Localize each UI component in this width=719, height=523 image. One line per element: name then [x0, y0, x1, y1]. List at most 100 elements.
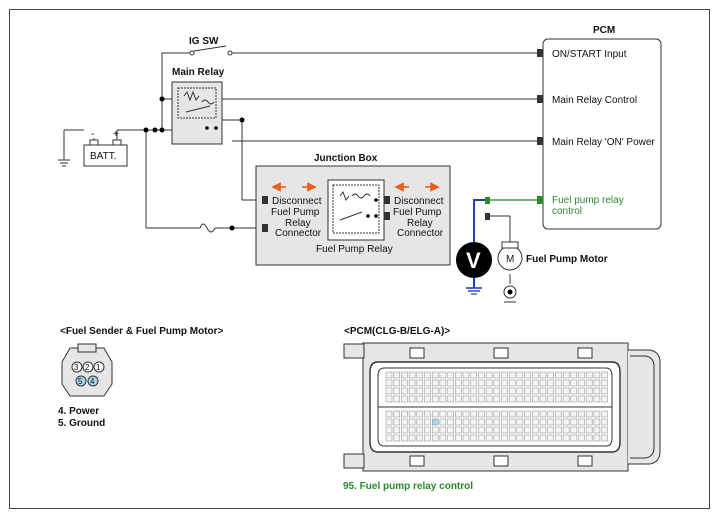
- connector-pin: [516, 371, 524, 379]
- connector-pin: [470, 410, 477, 418]
- connector-pin: [401, 395, 408, 403]
- connector-pin: [478, 410, 485, 418]
- pcm-fuel-pump-line1: Fuel pump relay: [552, 195, 624, 206]
- connector-pin: [431, 426, 439, 434]
- connector-pin: [470, 395, 477, 403]
- connector-pin: [439, 395, 447, 403]
- connector-pin: [462, 379, 470, 387]
- main-relay: [171, 81, 242, 145]
- connector-pin: [462, 434, 470, 442]
- connector-pin: [501, 395, 508, 403]
- connector-pin: [385, 387, 393, 395]
- connector-pin: [501, 434, 508, 442]
- connector-pin: [393, 379, 400, 387]
- connector-pin: [524, 395, 531, 403]
- connector-pin: [431, 395, 439, 403]
- connector-pin: [478, 426, 485, 434]
- connector-pin: [501, 418, 508, 426]
- connector-pin: [424, 426, 431, 434]
- connector-pin: [416, 395, 424, 403]
- connector-pin: [562, 395, 570, 403]
- connector-pin: [578, 410, 585, 418]
- connector-pin: [578, 426, 585, 434]
- connector-pin: [601, 418, 608, 426]
- connector-pin: [431, 410, 439, 418]
- connector-pin: [462, 387, 470, 395]
- connector-pin: [401, 418, 408, 426]
- connector-pin: [593, 418, 601, 426]
- connector-pin: [462, 418, 470, 426]
- connector-pin: [393, 395, 400, 403]
- connector-pin: [593, 434, 601, 442]
- connector-pin: [547, 418, 554, 426]
- connector-pin: [601, 387, 608, 395]
- connector-pin: [439, 426, 447, 434]
- connector-pin: [508, 434, 516, 442]
- connector-pin: [555, 395, 562, 403]
- connector-pin: [555, 379, 562, 387]
- connector-pin: [585, 426, 593, 434]
- connector-pin: [478, 434, 485, 442]
- connector-pin: [385, 379, 393, 387]
- outer-frame: [9, 9, 710, 509]
- connector-pin: [447, 379, 454, 387]
- sender-note-ground: 5. Ground: [58, 418, 105, 429]
- connector-pin: [601, 426, 608, 434]
- connector-pin: [578, 418, 585, 426]
- connector-pin: [562, 426, 570, 434]
- connector-pin: [539, 379, 547, 387]
- pcm-connector: [343, 342, 661, 472]
- junction-dots: [143, 96, 245, 231]
- connector-pin: [539, 371, 547, 379]
- connector-pin: [585, 371, 593, 379]
- junction-box-label: Junction Box: [314, 153, 378, 164]
- connector-pin: [593, 379, 601, 387]
- connector-pin: [516, 410, 524, 418]
- fuel-pump-motor: [497, 241, 523, 303]
- connector-pin: [393, 426, 400, 434]
- voltmeter-symbol: V: [466, 248, 481, 273]
- connector-pin: [447, 434, 454, 442]
- connector-pin: [516, 379, 524, 387]
- connector-pin: [408, 410, 416, 418]
- connector-pin: [601, 395, 608, 403]
- connector-pin: [501, 387, 508, 395]
- disconnect-right-line4: Connector: [397, 228, 444, 239]
- connector-pin: [401, 434, 408, 442]
- connector-pin: [485, 418, 493, 426]
- connector-pin: [470, 434, 477, 442]
- connector-pin: [424, 395, 431, 403]
- connector-pin: [539, 410, 547, 418]
- connector-pin: [570, 387, 578, 395]
- connector-pin: [585, 387, 593, 395]
- connector-pin: [485, 434, 493, 442]
- connector-pin: [493, 387, 501, 395]
- connector-pin: [431, 434, 439, 442]
- connector-pin: [508, 418, 516, 426]
- pcm-input-on-start: ON/START Input: [552, 49, 627, 60]
- connector-pin: [547, 379, 554, 387]
- junction-box: [255, 165, 451, 266]
- pcm-input-main-relay-control: Main Relay Control: [552, 95, 637, 106]
- connector-pin: [501, 371, 508, 379]
- connector-pin: [408, 371, 416, 379]
- disconnect-right-line3: Relay: [407, 218, 433, 229]
- pcm-connector-title: <PCM(CLG-B/ELG-A)>: [344, 326, 450, 337]
- connector-pin: [385, 418, 393, 426]
- connector-pin: [424, 379, 431, 387]
- sender-title: <Fuel Sender & Fuel Pump Motor>: [60, 326, 224, 337]
- connector-pin: [416, 434, 424, 442]
- connector-pin: [485, 379, 493, 387]
- wires: [63, 52, 538, 284]
- connector-pin: [508, 395, 516, 403]
- connector-pin: [408, 379, 416, 387]
- ig-sw-label: IG SW: [189, 36, 219, 47]
- connector-pin: [462, 395, 470, 403]
- connector-pin: [455, 418, 462, 426]
- connector-pin: [524, 434, 531, 442]
- main-relay-label: Main Relay: [172, 67, 225, 78]
- connector-pin: [532, 387, 539, 395]
- connector-pin: [508, 410, 516, 418]
- connector-pin: [455, 426, 462, 434]
